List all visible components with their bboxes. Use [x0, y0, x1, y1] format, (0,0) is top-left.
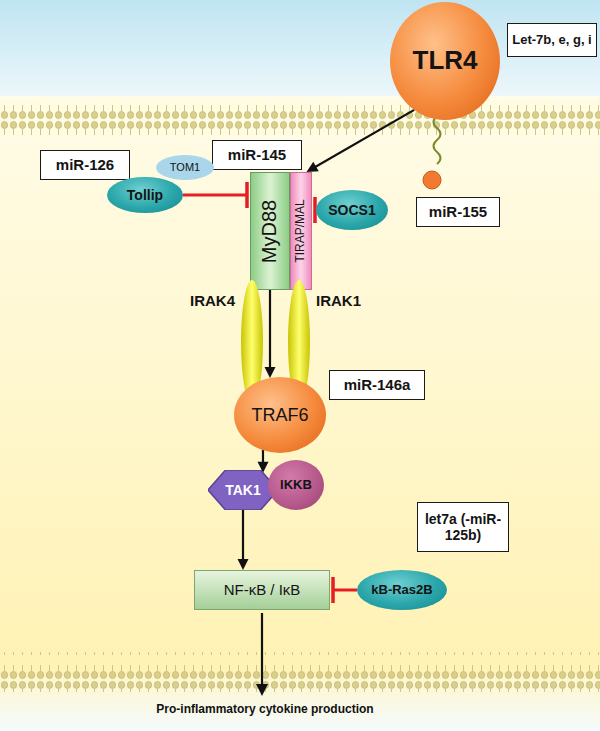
extracellular-ground — [0, 0, 600, 100]
mirna-box: Let-7b, e, g, i — [507, 23, 597, 57]
node-text: NF-κB / IκB — [224, 581, 301, 598]
mirna-box: miR-145 — [212, 140, 302, 170]
node-text: miR-126 — [56, 156, 114, 173]
node-text: Tollip — [127, 187, 163, 203]
kinase-circle: IKKB — [268, 460, 324, 510]
output-arrow — [261, 613, 263, 686]
adaptor-bar: TIRAP/MAL — [290, 172, 312, 290]
tlr4-transmembrane-tail — [434, 116, 441, 164]
mirna-box: miR-146a — [329, 370, 425, 400]
protein-ellipse: TOM1 — [156, 155, 214, 180]
output-label: Pro-inflammatory cytokine production — [156, 702, 373, 716]
node-text: miR-145 — [228, 146, 286, 163]
node-text: Let-7b, e, g, i — [512, 33, 591, 48]
activation-arrow — [238, 510, 249, 570]
protein-ellipse: kB-Ras2B — [357, 570, 447, 610]
connector-line — [242, 510, 244, 561]
connector-line — [269, 290, 271, 369]
node-text: TIRAP/MAL — [294, 199, 308, 262]
node-text: SOCS1 — [328, 202, 375, 218]
mirna-box: miR-126 — [40, 150, 130, 180]
connector-line — [183, 194, 247, 197]
node-text: miR-146a — [344, 376, 411, 393]
plasma-membrane — [0, 98, 600, 138]
node-text: MyD88 — [259, 199, 282, 262]
output-arrowhead — [256, 684, 268, 696]
connector-line — [262, 450, 264, 464]
tir-domain — [423, 171, 441, 189]
node-label: IRAK4 — [190, 292, 235, 309]
node-text: kB-Ras2B — [371, 583, 432, 598]
activation-arrow — [307, 110, 415, 172]
adaptor-bar: MyD88 — [250, 172, 290, 290]
hexagon-shape — [208, 470, 278, 510]
protein-ellipse: SOCS1 — [316, 190, 388, 230]
nuclear-membrane — [0, 652, 600, 692]
receptor-ellipse: TLR4 — [390, 2, 500, 120]
node-text: TRAF6 — [251, 405, 308, 426]
node-text: TAK1 — [225, 482, 261, 498]
node-text: IKKB — [280, 478, 312, 493]
protein-ellipse: Tollip — [107, 177, 183, 213]
cytoplasm-ground — [0, 96, 600, 676]
node-text: miR-155 — [429, 203, 487, 220]
connector-line — [333, 589, 357, 592]
node-text: TOM1 — [170, 161, 200, 174]
kinase-hexagon: TAK1 — [208, 470, 278, 510]
protein-circle: TRAF6 — [234, 377, 326, 453]
transcription-factor-box: NF-κB / IκB — [194, 570, 330, 610]
node-label: IRAK1 — [316, 292, 361, 309]
mirna-box: miR-155 — [416, 197, 500, 227]
inhibition-connector — [183, 182, 247, 208]
activation-arrow — [265, 290, 276, 378]
node-text: let7a (-miR-125b) — [422, 511, 504, 543]
connector-line — [314, 110, 414, 168]
inhibition-connector — [333, 577, 357, 603]
mirna-box: let7a (-miR-125b) — [417, 502, 509, 552]
node-text: TLR4 — [413, 46, 478, 76]
